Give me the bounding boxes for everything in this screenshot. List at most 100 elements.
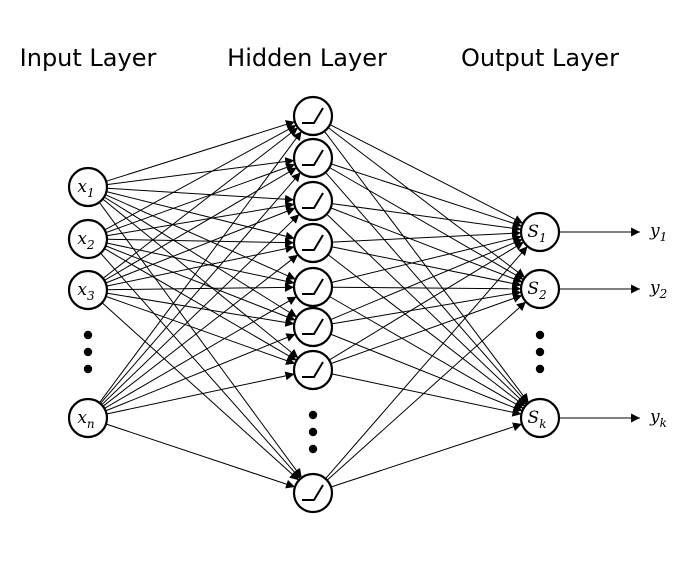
edge-input-2-hidden-5 bbox=[106, 242, 295, 286]
edge-input-1-hidden-1 bbox=[105, 120, 296, 182]
output-label-1-subscript: 1 bbox=[660, 230, 668, 244]
output-node-label-1: S1 bbox=[527, 222, 546, 245]
edge-hidden-4-output-1 bbox=[331, 228, 522, 243]
edge-input-1-hidden-3 bbox=[106, 187, 295, 204]
hidden-node-6 bbox=[292, 306, 334, 348]
output-node-label-2-var: S bbox=[527, 279, 539, 299]
edge-hidden-3-output-3 bbox=[326, 213, 527, 406]
hidden-node-1 bbox=[292, 95, 334, 137]
input-ellipsis-dot-3 bbox=[83, 364, 93, 374]
relu-icon bbox=[302, 278, 324, 295]
edge-hidden-2-output-2 bbox=[329, 167, 524, 280]
hidden-layer-title: Hidden Layer bbox=[227, 44, 387, 72]
connections bbox=[98, 120, 640, 489]
hidden-node-5 bbox=[292, 266, 334, 308]
output-label-2-var: y bbox=[649, 278, 660, 298]
edge-hidden-7-output-3 bbox=[331, 373, 522, 417]
output-label-3-subscript: k bbox=[660, 416, 667, 430]
edge-input-4-hidden-2 bbox=[100, 172, 301, 404]
edge-input-1-hidden-5 bbox=[105, 194, 296, 280]
edge-hidden-1-output-2 bbox=[327, 127, 526, 278]
output-label-3-var: y bbox=[649, 407, 660, 427]
hidden-ellipsis-dot-2 bbox=[308, 427, 318, 437]
input-node-2 bbox=[67, 218, 109, 260]
relu-icon bbox=[302, 107, 324, 124]
output-node-label-3: Sk bbox=[528, 408, 547, 431]
output-node-label-2: S2 bbox=[527, 279, 546, 302]
edge-hidden-6-output-1 bbox=[330, 238, 523, 321]
edge-input-2-hidden-3 bbox=[106, 201, 295, 237]
edge-input-3-hidden-8 bbox=[101, 302, 300, 481]
edge-input-1-hidden-2 bbox=[106, 157, 295, 186]
hidden-node-7 bbox=[292, 349, 334, 391]
output-ellipsis-dot-1 bbox=[535, 330, 545, 340]
input-node-label-1-var: x bbox=[77, 177, 87, 197]
relu-icon bbox=[302, 234, 324, 251]
input-node-4 bbox=[67, 397, 109, 439]
edge-input-1-hidden-6 bbox=[103, 196, 298, 318]
edge-input-1-hidden-7 bbox=[102, 198, 299, 359]
output-label-2: y2 bbox=[649, 278, 667, 301]
output-node-label-1-subscript: 1 bbox=[539, 231, 547, 245]
edge-input-4-hidden-6 bbox=[105, 333, 296, 412]
hidden-node-2 bbox=[292, 137, 334, 179]
output-label-1: y1 bbox=[649, 221, 667, 244]
edge-input-3-hidden-6 bbox=[106, 292, 295, 327]
output-label-2-subscript: 2 bbox=[659, 287, 668, 301]
input-node-label-4-subscript: n bbox=[87, 417, 95, 431]
edge-input-2-hidden-8 bbox=[100, 252, 301, 480]
input-node-label-4: xn bbox=[77, 408, 94, 431]
edge-input-3-hidden-1 bbox=[102, 127, 299, 279]
output-node-1 bbox=[519, 211, 561, 253]
input-node-label-3: x3 bbox=[77, 280, 95, 303]
edge-hidden-4-output-2 bbox=[331, 246, 522, 288]
input-node-label-3-var: x bbox=[77, 280, 87, 300]
edge-hidden-5-output-1 bbox=[331, 234, 522, 283]
edge-hidden-2-output-1 bbox=[330, 163, 523, 228]
edge-input-4-hidden-8 bbox=[105, 423, 296, 489]
output-label-3: yk bbox=[649, 407, 667, 430]
output-node-label-3-subscript: k bbox=[539, 417, 546, 431]
edge-input-2-hidden-4 bbox=[106, 238, 295, 248]
edge-input-2-hidden-1 bbox=[104, 124, 297, 231]
edge-hidden-6-output-3 bbox=[330, 333, 523, 412]
hidden-node-4 bbox=[292, 222, 334, 264]
output-layer-title: Output Layer bbox=[461, 44, 619, 72]
input-ellipsis-dot-1 bbox=[83, 330, 93, 340]
edge-hidden-5-output-3 bbox=[329, 296, 524, 409]
hidden-ellipsis-dot-1 bbox=[308, 410, 318, 420]
edge-input-4-hidden-3 bbox=[101, 213, 300, 406]
edge-hidden-4-output-3 bbox=[327, 254, 526, 407]
edge-hidden-7-output-1 bbox=[328, 241, 525, 361]
hidden-node-8 bbox=[292, 472, 334, 514]
input-node-1 bbox=[67, 166, 109, 208]
output-label-1-var: y bbox=[649, 221, 660, 241]
edge-input-2-hidden-6 bbox=[105, 245, 296, 322]
edge-hidden-1-output-3 bbox=[324, 130, 529, 404]
input-node-3 bbox=[67, 269, 109, 311]
edge-input-2-hidden-7 bbox=[104, 248, 297, 361]
relu-icon bbox=[302, 149, 324, 166]
edge-input-3-hidden-3 bbox=[105, 207, 296, 284]
relu-icon bbox=[302, 318, 324, 335]
input-node-label-1: x1 bbox=[77, 177, 94, 200]
edge-hidden-3-output-1 bbox=[331, 203, 522, 233]
relu-icon bbox=[302, 361, 324, 378]
edge-hidden-8-output-2 bbox=[326, 301, 527, 481]
edge-hidden-5-output-2 bbox=[331, 284, 522, 294]
relu-icon bbox=[302, 484, 324, 501]
edge-hidden-1-output-1 bbox=[329, 124, 524, 224]
edge-input-3-hidden-2 bbox=[104, 167, 297, 281]
edge-hidden-7-output-2 bbox=[330, 294, 523, 365]
edge-input-4-hidden-7 bbox=[106, 371, 295, 415]
output-ellipsis-dot-3 bbox=[535, 364, 545, 374]
edge-input-4-hidden-1 bbox=[98, 130, 303, 404]
edge-input-4-hidden-5 bbox=[104, 296, 297, 409]
edge-hidden-8-output-3 bbox=[330, 422, 523, 488]
edge-hidden-6-output-2 bbox=[331, 289, 522, 325]
input-node-label-2-var: x bbox=[77, 229, 87, 249]
nodes bbox=[67, 95, 561, 514]
input-node-label-4-var: x bbox=[77, 408, 87, 428]
